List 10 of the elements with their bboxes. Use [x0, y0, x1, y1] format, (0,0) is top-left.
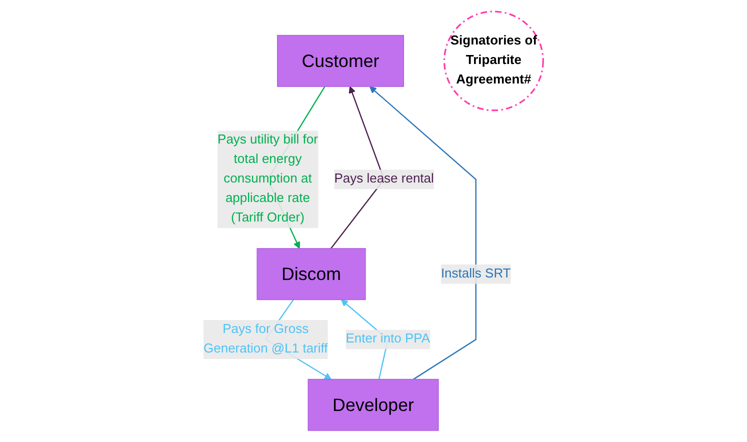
edge-label: Pays for Gross Generation @L1 tariff [204, 322, 328, 356]
node-box: Customer [277, 34, 404, 87]
node-box: Discom [256, 248, 366, 300]
edge-label: Pays utility bill for total energy consumption at applicable rate (Tariff Order) [218, 133, 318, 225]
node-box: Developer [308, 378, 439, 431]
edge-label: Installs SRT [441, 266, 511, 281]
edge-label: Enter into PPA [346, 332, 430, 346]
node-circle: Signatories of Tripartite Agreement# [444, 10, 544, 112]
arrow [370, 86, 477, 380]
edge-label: Pays lease rental [334, 172, 434, 186]
